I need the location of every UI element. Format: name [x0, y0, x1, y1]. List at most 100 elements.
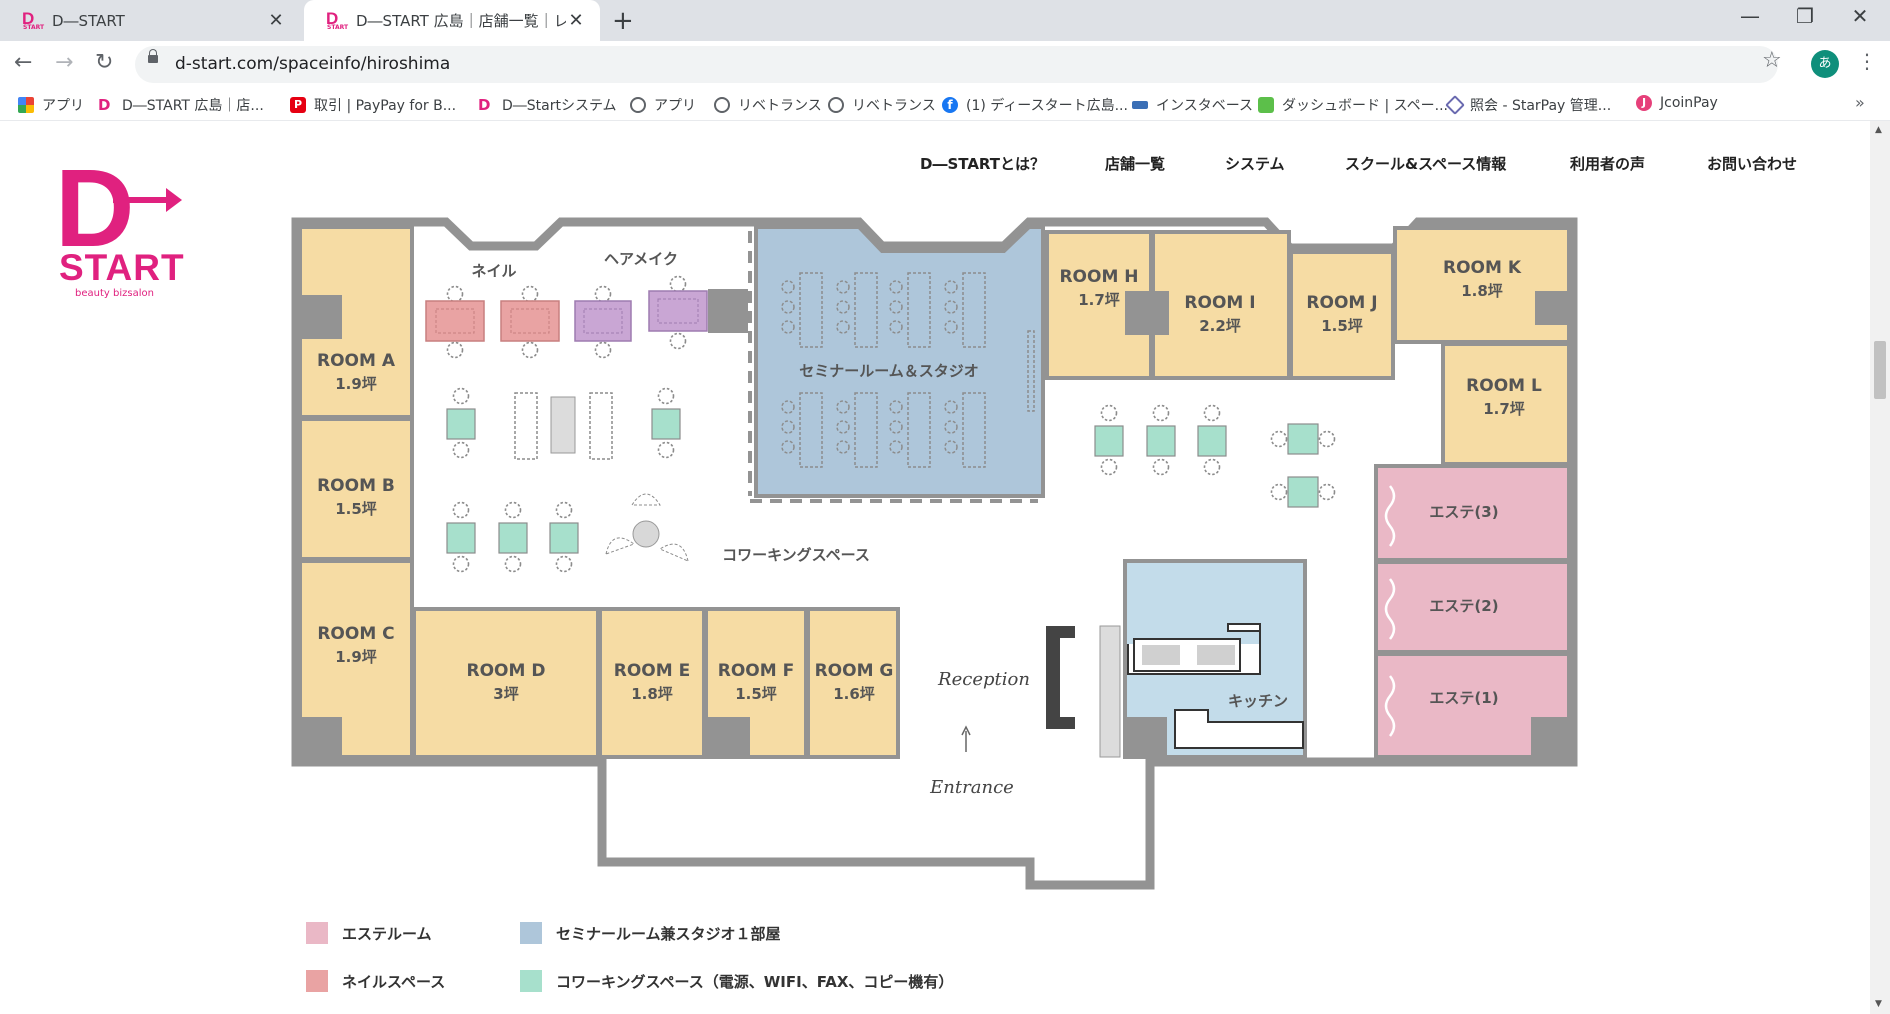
facebook-icon: f — [942, 97, 958, 113]
nav-school-space[interactable]: スクール&スペース情報 — [1345, 155, 1507, 173]
legend-este: エステルーム — [306, 922, 432, 944]
forward-icon[interactable]: → — [55, 50, 74, 75]
coworking-table-5 — [549, 501, 579, 573]
menu-icon[interactable]: ⋮ — [1857, 49, 1877, 73]
room-i-size: 2.2坪 — [1199, 317, 1241, 335]
scroll-up-icon[interactable]: ▲ — [1875, 125, 1882, 135]
scroll-down-icon[interactable]: ▼ — [1875, 999, 1882, 1009]
tab-title: D―START 広島｜店舗一覧｜レン — [356, 12, 566, 30]
legend-label: コワーキングスペース（電源、WIFI、FAX、コピー機有） — [556, 972, 954, 991]
bookmarks-bar: アプリ D D―START 広島｜店... P 取引 | PayPay for … — [0, 88, 1890, 121]
room-a-size: 1.9坪 — [335, 375, 377, 393]
nav-system[interactable]: システム — [1225, 155, 1285, 173]
legend-swatch — [306, 922, 328, 944]
room-l-size: 1.7坪 — [1483, 400, 1525, 418]
bookmark-dstart-system[interactable]: D D―Startシステム — [478, 95, 617, 115]
dstart-icon: D — [478, 96, 491, 114]
jcoin-icon: J — [1636, 95, 1652, 111]
seminar-room — [754, 225, 1045, 498]
floor-plan: ROOM A 1.9坪 ROOM B 1.5坪 ROOM C 1.9坪 ROOM… — [291, 217, 1578, 890]
bookmark-label: 照会 - StarPay 管理... — [1470, 98, 1612, 114]
bookmark-dashboard[interactable]: ダッシュボード | スペー... — [1258, 95, 1448, 115]
room-b-name: ROOM B — [317, 476, 395, 496]
legend-nail: ネイルスペース — [306, 970, 445, 992]
bookmark-apps-2[interactable]: アプリ — [630, 95, 696, 115]
seminar-desks — [781, 272, 1035, 468]
page-scrollbar[interactable]: ▲ ▼ — [1870, 121, 1890, 1014]
round-table — [605, 493, 689, 562]
bookmark-dstart-hiroshima[interactable]: D D―START 広島｜店... — [98, 95, 264, 115]
room-b-size: 1.5坪 — [335, 500, 377, 518]
logo-word: START — [59, 247, 185, 288]
bookmark-jcoinpay[interactable]: J JcoinPay — [1636, 95, 1718, 111]
restore-icon[interactable]: ❐ — [1796, 4, 1814, 28]
minimize-icon[interactable]: — — [1740, 4, 1760, 28]
reception-label: Reception — [937, 669, 1030, 690]
globe-icon — [828, 97, 844, 113]
scrollbar-thumb[interactable] — [1874, 341, 1886, 399]
legend-label: セミナールーム兼スタジオ１部屋 — [556, 924, 781, 943]
room-k-size: 1.8坪 — [1461, 282, 1503, 300]
nav-testimonials[interactable]: 利用者の声 — [1570, 155, 1646, 173]
bookmark-facebook[interactable]: f (1) ディースタート広島... — [942, 95, 1128, 115]
bookmark-ribetrans-2[interactable]: リベトランス — [828, 95, 936, 115]
coworking-table-7 — [1146, 404, 1176, 476]
paypay-icon: P — [290, 97, 306, 113]
site-logo[interactable]: D START beauty bizsalon — [55, 147, 185, 300]
back-icon[interactable]: ← — [14, 50, 33, 75]
spacemarket-icon — [1258, 97, 1274, 113]
standing-table — [514, 392, 613, 460]
close-icon[interactable]: ✕ — [268, 10, 284, 31]
coworking-table-3 — [446, 501, 476, 573]
coworking-label: コワーキングスペース — [722, 546, 870, 564]
reload-icon[interactable]: ↻ — [95, 50, 114, 75]
room-j-name: ROOM J — [1306, 293, 1377, 313]
bookmark-apps[interactable]: アプリ — [18, 95, 84, 115]
room-f-name: ROOM F — [718, 661, 794, 681]
url-text[interactable]: d-start.com/spaceinfo/hiroshima — [175, 54, 451, 74]
room-b — [298, 417, 414, 561]
close-icon[interactable]: ✕ — [568, 10, 584, 31]
room-i-name: ROOM I — [1184, 293, 1255, 313]
seminar-label: セミナールーム＆スタジオ — [799, 362, 979, 380]
address-bar[interactable] — [135, 46, 1778, 83]
room-e-name: ROOM E — [614, 661, 690, 681]
nav-stores[interactable]: 店舗一覧 — [1105, 155, 1166, 173]
room-j-size: 1.5坪 — [1321, 317, 1363, 335]
bookmark-label: (1) ディースタート広島... — [966, 98, 1128, 114]
bookmark-label: リベトランス — [852, 98, 936, 114]
room-e-size: 1.8坪 — [631, 685, 673, 703]
nav-contact[interactable]: お問い合わせ — [1707, 155, 1798, 173]
page-content: D START beauty bizsalon D―STARTとは？ 店舗一覧 … — [0, 121, 1870, 1014]
bookmark-paypay[interactable]: P 取引 | PayPay for B... — [290, 95, 456, 115]
bookmark-label: アプリ — [42, 98, 84, 114]
new-tab-icon[interactable]: + — [612, 6, 634, 36]
nail-label: ネイル — [471, 262, 516, 280]
bookmark-star-icon[interactable]: ☆ — [1762, 48, 1782, 73]
bookmark-instabase[interactable]: インスタベース — [1132, 95, 1253, 115]
reception-desk — [1046, 626, 1075, 729]
este-2-label: エステ(2) — [1429, 597, 1498, 615]
room-l — [1441, 342, 1571, 466]
window-close-icon[interactable]: ✕ — [1851, 4, 1869, 28]
bookmark-label: D―START 広島｜店... — [122, 98, 264, 114]
profile-avatar[interactable]: あ — [1811, 50, 1839, 78]
more-bookmarks-icon[interactable]: » — [1855, 93, 1865, 112]
bookmark-starpay[interactable]: 照会 - StarPay 管理... — [1445, 95, 1612, 115]
coworking-table-2 — [651, 387, 681, 459]
globe-icon — [714, 97, 730, 113]
bookmark-label: リベトランス — [738, 98, 822, 114]
este-3 — [1374, 464, 1571, 562]
hairmake-desk-2 — [648, 275, 708, 350]
logo-letter: D — [55, 147, 135, 270]
nav-about[interactable]: D―STARTとは？ — [920, 155, 1046, 173]
legend-label: エステルーム — [342, 924, 432, 943]
bookmark-ribetrans[interactable]: リベトランス — [714, 95, 822, 115]
entrance-label: Entrance — [929, 777, 1014, 798]
lock-icon[interactable] — [148, 49, 158, 63]
